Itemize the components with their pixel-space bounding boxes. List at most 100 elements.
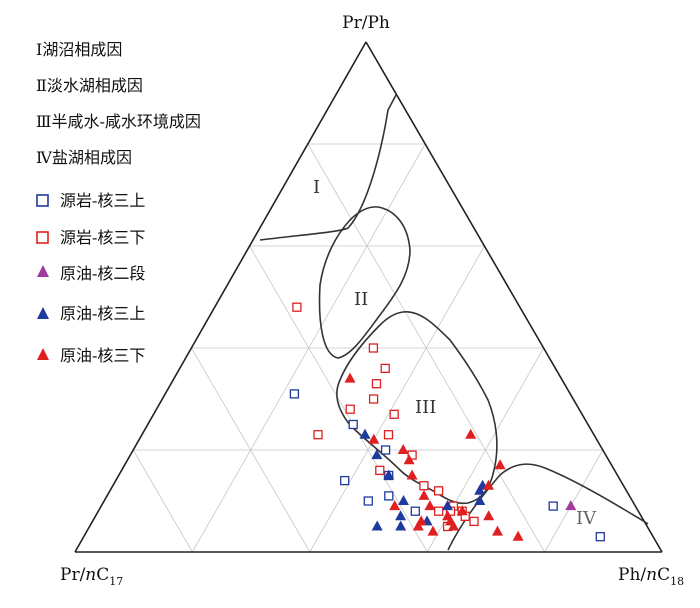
- data-point-series-3: [371, 520, 383, 531]
- data-point-series-1: [292, 302, 302, 312]
- legend-item-source-upper: 源岩-核三上: [36, 191, 145, 210]
- triangle-edge-right: [365, 41, 663, 553]
- data-point-series-1: [407, 450, 417, 460]
- series-legend: 源岩-核三上 源岩-核三下 原油-核二段 原油-核三上 原油-核三下: [36, 191, 145, 365]
- data-point-series-3: [359, 428, 371, 439]
- region-legend-numeral: Ⅰ: [36, 40, 42, 59]
- data-point-series-1: [380, 363, 390, 374]
- region-label-iv: IV: [576, 508, 597, 529]
- vertex-label-top: Pr/Ph: [342, 13, 390, 33]
- data-point-series-4: [465, 428, 477, 439]
- data-point-series-1: [419, 481, 429, 491]
- data-point-series-0: [595, 532, 605, 542]
- ternary-grid: [132, 143, 604, 553]
- data-point-series-0: [289, 389, 300, 399]
- triangle-edge-left: [74, 41, 367, 553]
- legend-marker-triangle-red: [37, 348, 49, 360]
- region-legend: Ⅰ湖沼相成因 Ⅱ淡水湖相成因 Ⅲ半咸水-咸水环境成因 Ⅳ盐湖相成因: [36, 40, 201, 167]
- legend-label: 原油-核三下: [60, 346, 145, 365]
- legend-item-oil-lower: 原油-核三下: [37, 346, 145, 365]
- data-point-series-4: [368, 433, 380, 444]
- data-point-series-4: [397, 444, 409, 454]
- data-point-series-1: [345, 404, 355, 414]
- data-point-series-4: [344, 372, 356, 383]
- data-point-series-4: [389, 500, 401, 511]
- region-i-boundary: [259, 94, 397, 241]
- data-point-series-0: [384, 491, 394, 501]
- region-label-iii: III: [415, 397, 436, 418]
- legend-label: 源岩-核三下: [60, 228, 145, 247]
- data-point-series-0: [363, 496, 373, 506]
- data-point-series-3: [474, 495, 486, 505]
- grid-line: [309, 245, 485, 553]
- legend-marker-triangle-blue: [37, 307, 49, 319]
- triangle-frame: [74, 41, 663, 553]
- data-point-series-4: [483, 510, 495, 521]
- data-point-series-3: [395, 520, 407, 531]
- legend-marker-square-red: [36, 231, 49, 244]
- legend-marker-square-blue: [36, 194, 49, 207]
- data-point-series-1: [469, 516, 479, 527]
- region-boundaries: [259, 94, 649, 551]
- grid-line: [249, 245, 428, 553]
- data-point-series-4: [406, 469, 418, 480]
- legend-item-oil-he2: 原油-核二段: [37, 264, 145, 283]
- legend-item-oil-upper: 原油-核三上: [37, 304, 145, 323]
- region-legend-text: 湖沼相成因: [42, 40, 122, 59]
- data-point-series-1: [375, 465, 385, 476]
- legend-item-source-lower: 源岩-核三下: [36, 228, 145, 247]
- legend: Ⅰ湖沼相成因 Ⅱ淡水湖相成因 Ⅲ半咸水-咸水环境成因 Ⅳ盐湖相成因 源岩-核三上: [36, 40, 201, 365]
- region-legend-numeral: Ⅳ: [36, 148, 53, 167]
- data-point-series-4: [412, 520, 424, 531]
- region-legend-item-3: Ⅲ半咸水-咸水环境成因: [36, 112, 201, 131]
- data-point-series-4: [427, 525, 439, 536]
- data-point-series-4: [492, 525, 503, 536]
- legend-label: 原油-核三上: [60, 304, 145, 323]
- region-legend-item-4: Ⅳ盐湖相成因: [36, 148, 132, 167]
- region-label-i: I: [313, 177, 320, 198]
- grid-line: [132, 449, 193, 553]
- data-point-series-1: [434, 506, 444, 516]
- data-point-series-4: [512, 530, 524, 541]
- data-point-series-3: [395, 510, 407, 521]
- region-legend-numeral: Ⅲ: [36, 112, 51, 131]
- data-point-series-1: [383, 430, 394, 440]
- vertex-label-left: Pr/nC17: [60, 565, 123, 588]
- data-point-series-4: [418, 489, 430, 500]
- region-ii-boundary: [318, 206, 411, 359]
- data-point-series-1: [368, 343, 379, 353]
- data-point-series-1: [389, 409, 399, 419]
- grid-line: [544, 449, 604, 553]
- region-legend-text: 淡水湖相成因: [47, 76, 143, 95]
- grid-line: [191, 347, 311, 553]
- legend-marker-triangle-purple: [37, 265, 49, 277]
- data-point-series-1: [313, 430, 323, 440]
- data-point-series-2: [565, 500, 577, 511]
- data-point-series-3: [442, 500, 453, 511]
- region-legend-text: 半咸水-咸水环境成因: [51, 112, 200, 131]
- data-point-series-4: [494, 459, 506, 470]
- data-point-series-0: [410, 506, 420, 516]
- data-points: [289, 302, 605, 542]
- data-point-series-1: [368, 394, 379, 404]
- data-point-series-0: [548, 501, 558, 511]
- region-labels: I II III IV: [313, 177, 597, 529]
- vertex-label-right: Ph/nC18: [618, 565, 684, 588]
- data-point-series-0: [380, 445, 391, 455]
- data-point-series-3: [383, 469, 395, 480]
- data-point-series-1: [371, 379, 382, 389]
- data-point-series-4: [456, 505, 468, 516]
- region-legend-numeral: Ⅱ: [36, 76, 47, 95]
- region-legend-item-2: Ⅱ淡水湖相成因: [36, 76, 143, 95]
- data-point-series-3: [371, 449, 383, 460]
- data-point-series-4: [448, 520, 459, 531]
- legend-label: 原油-核二段: [60, 264, 145, 283]
- data-point-series-0: [348, 419, 358, 430]
- vertex-labels: Pr/Ph Pr/nC17 Ph/nC18: [60, 13, 684, 588]
- region-label-ii: II: [354, 289, 368, 310]
- data-point-series-3: [398, 495, 409, 505]
- data-point-series-0: [340, 475, 350, 486]
- data-point-series-4: [403, 454, 415, 465]
